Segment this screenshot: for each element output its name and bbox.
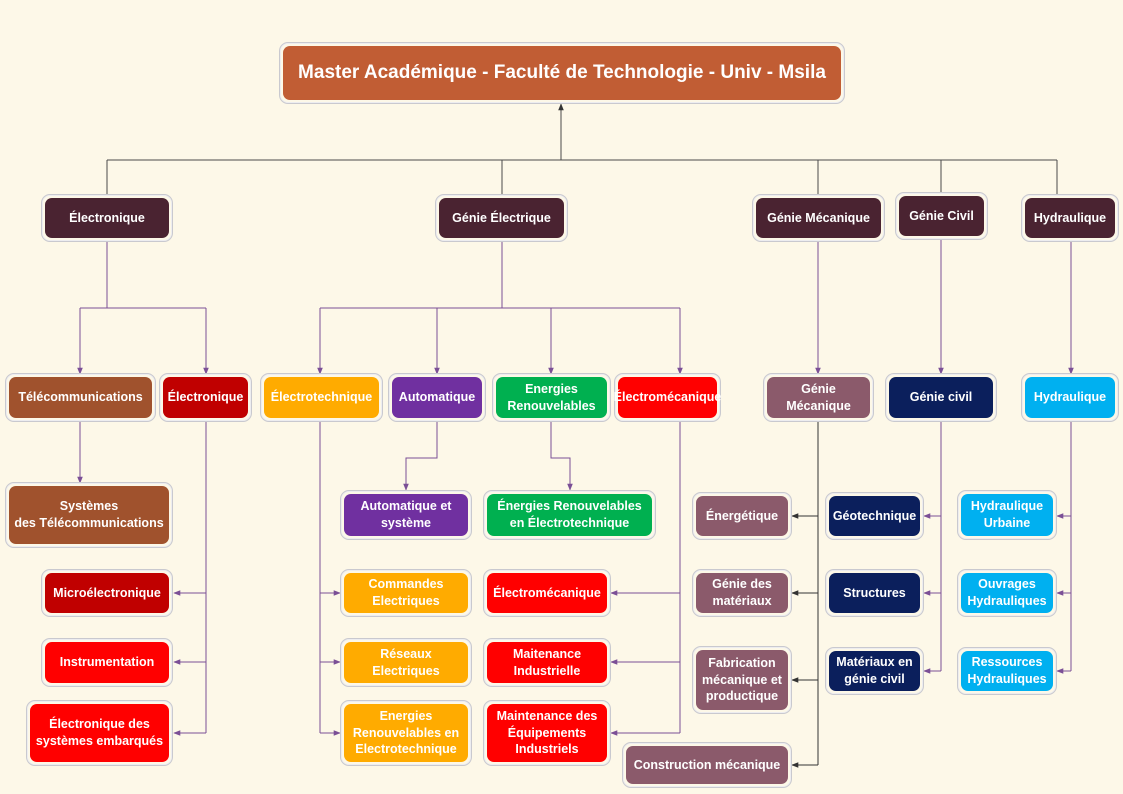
filiere-telecommunications: Télécommunications [5, 373, 156, 422]
specialite-geotechnique: Géotechnique [825, 492, 924, 540]
filiere-label: Energies Renouvelables [496, 377, 607, 418]
specialite-hydraulique-urbaine: Hydraulique Urbaine [957, 490, 1057, 540]
specialite-ressources-hydrauliques: Ressources Hydrauliques [957, 647, 1057, 695]
specialite-label: Systèmes des Télécommunications [9, 486, 169, 544]
specialite-label: Électromécanique [487, 573, 607, 613]
root-node-master-academique: Master Académique - Faculté de Technolog… [279, 42, 845, 104]
specialite-structures: Structures [825, 569, 924, 617]
specialite-label: Ressources Hydrauliques [961, 651, 1053, 691]
specialite-electronique-embarques: Électronique des systèmes embarqués [26, 700, 173, 766]
filiere-genie-mecanique: Génie Mécanique [763, 373, 874, 422]
specialite-reseaux-electriques: Réseaux Electriques [340, 638, 472, 687]
specialite-ouvrages-hydrauliques: Ouvrages Hydrauliques [957, 569, 1057, 617]
filiere-label: Télécommunications [9, 377, 152, 418]
specialite-label: Ouvrages Hydrauliques [961, 573, 1053, 613]
specialite-commandes-electriques: Commandes Electriques [340, 569, 472, 617]
filiere-energies-renouvelables: Energies Renouvelables [492, 373, 611, 422]
filiere-automatique: Automatique [388, 373, 486, 422]
filiere-label: Automatique [392, 377, 482, 418]
filiere-label: Génie Mécanique [767, 377, 870, 418]
specialite-systemes-telecommunications: Systèmes des Télécommunications [5, 482, 173, 548]
specialite-energetique: Énergétique [692, 492, 792, 540]
filiere-label: Électronique [163, 377, 248, 418]
specialite-electromecanique: Électromécanique [483, 569, 611, 617]
specialite-label: Électronique des systèmes embarqués [30, 704, 169, 762]
specialite-automatique-systeme: Automatique et système [340, 490, 472, 540]
domain-hydraulique: Hydraulique [1021, 194, 1119, 242]
specialite-microelectronique: Microélectronique [41, 569, 173, 617]
specialite-label: Structures [829, 573, 920, 613]
filiere-hydraulique: Hydraulique [1021, 373, 1119, 422]
domain-genie-electrique: Génie Électrique [435, 194, 568, 242]
domain-label: Génie Civil [899, 196, 984, 236]
specialite-construction-mecanique: Construction mécanique [622, 742, 792, 788]
specialite-label: Maitenance Industrielle [487, 642, 607, 683]
filiere-electronique: Électronique [159, 373, 252, 422]
specialite-maintenance-industrielle: Maitenance Industrielle [483, 638, 611, 687]
specialite-materiaux-genie-civil: Matériaux en génie civil [825, 647, 924, 695]
specialite-label: Réseaux Electriques [344, 642, 468, 683]
filiere-genie-civil: Génie civil [885, 373, 997, 422]
specialite-label: Fabrication mécanique et productique [696, 650, 788, 710]
specialite-energies-renouvelables-en-electrotechnique: Energies Renouvelables en Electrotechniq… [340, 700, 472, 766]
specialite-label: Hydraulique Urbaine [961, 494, 1053, 536]
specialite-energies-renouvelables-electrotechnique: Énergies Renouvelables en Électrotechniq… [483, 490, 656, 540]
root-node-label: Master Académique - Faculté de Technolog… [283, 46, 841, 100]
specialite-label: Construction mécanique [626, 746, 788, 784]
specialite-label: Matériaux en génie civil [829, 651, 920, 691]
filiere-label: Hydraulique [1025, 377, 1115, 418]
specialite-maintenance-equipements: Maintenance des Équipements Industriels [483, 700, 611, 766]
filiere-label: Génie civil [889, 377, 993, 418]
specialite-fabrication-mecanique: Fabrication mécanique et productique [692, 646, 792, 714]
specialite-label: Microélectronique [45, 573, 169, 613]
domain-label: Génie Mécanique [756, 198, 881, 238]
specialite-label: Maintenance des Équipements Industriels [487, 704, 607, 762]
specialite-label: Instrumentation [45, 642, 169, 683]
specialite-label: Génie des matériaux [696, 573, 788, 613]
specialite-genie-materiaux: Génie des matériaux [692, 569, 792, 617]
specialite-label: Géotechnique [829, 496, 920, 536]
filiere-label: Électromécanique [614, 377, 721, 418]
filiere-label: Électrotechnique [264, 377, 379, 418]
specialite-instrumentation: Instrumentation [41, 638, 173, 687]
specialite-label: Energies Renouvelables en Electrotechniq… [344, 704, 468, 762]
filiere-electrotechnique: Électrotechnique [260, 373, 383, 422]
specialite-label: Énergies Renouvelables en Électrotechniq… [487, 494, 652, 536]
domain-genie-civil: Génie Civil [895, 192, 988, 240]
specialite-label: Énergétique [696, 496, 788, 536]
specialite-label: Commandes Electriques [344, 573, 468, 613]
domain-genie-mecanique: Génie Mécanique [752, 194, 885, 242]
domain-label: Génie Électrique [439, 198, 564, 238]
domain-electronique: Électronique [41, 194, 173, 242]
domain-label: Électronique [45, 198, 169, 238]
domain-label: Hydraulique [1025, 198, 1115, 238]
filiere-electromecanique: Électromécanique [614, 373, 721, 422]
specialite-label: Automatique et système [344, 494, 468, 536]
